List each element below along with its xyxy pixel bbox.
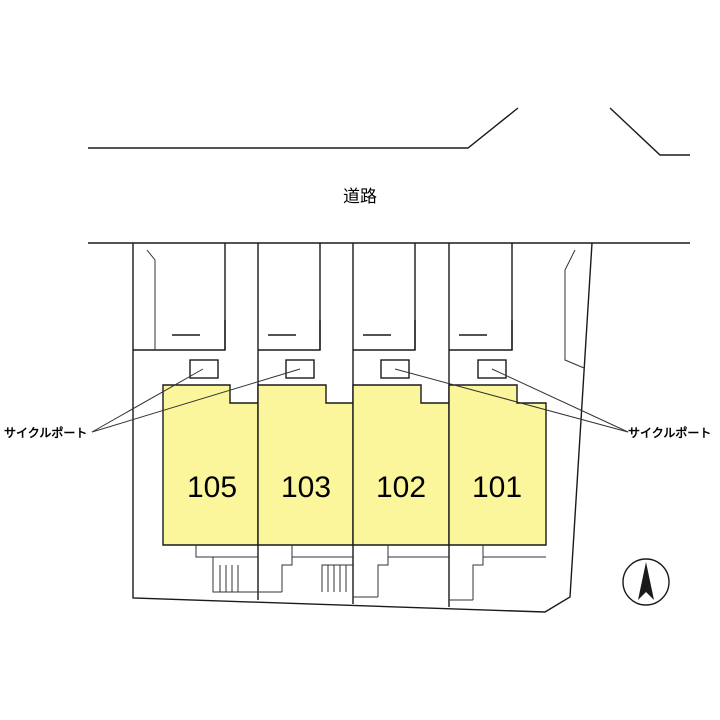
- cycle-port-box-102: [380, 359, 410, 379]
- unit-label-101: 101: [472, 471, 522, 504]
- road-label: 道路: [343, 187, 377, 206]
- cycle-port-label-left: サイクルポート: [4, 425, 87, 440]
- north-arrow-icon: [622, 558, 670, 606]
- road-upper-edge-right: [609, 107, 690, 156]
- cycle-port-box-105: [189, 359, 219, 379]
- unit-label-105: 105: [187, 471, 237, 504]
- cycle-port-leaders-right: [394, 368, 629, 433]
- site-boundary: [132, 242, 593, 613]
- unit-label-103: 103: [281, 471, 331, 504]
- unit-105: [162, 384, 259, 546]
- side-wall-right: [564, 249, 585, 369]
- unit-label-102: 102: [376, 471, 426, 504]
- unit-101: [448, 384, 547, 546]
- cycle-port-label-right: サイクルポート: [628, 425, 711, 440]
- entrance-details: [195, 545, 546, 601]
- unit-102: [352, 384, 450, 546]
- cycle-port-box-103: [285, 359, 315, 379]
- cycle-port-leaders-left: [91, 368, 301, 433]
- road-upper-edge: [88, 107, 519, 149]
- unit-103: [257, 384, 354, 546]
- cycle-port-box-101: [477, 359, 507, 379]
